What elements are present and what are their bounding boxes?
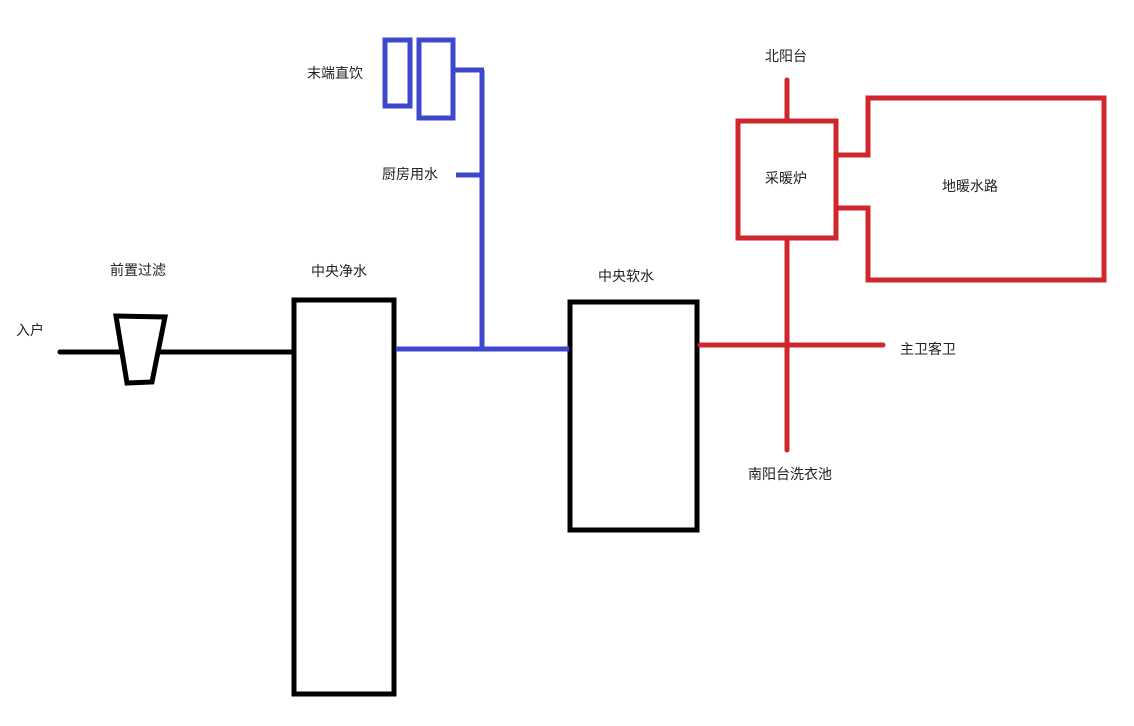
label-floor-heating: 地暖水路 bbox=[942, 179, 998, 195]
label-pre-filter: 前置过滤 bbox=[110, 263, 166, 279]
drinking-unit-2 bbox=[416, 37, 456, 121]
label-central-softener: 中央软水 bbox=[598, 269, 654, 285]
central-softener-box bbox=[567, 299, 700, 533]
label-boiler: 采暖炉 bbox=[765, 171, 807, 187]
label-central-purifier: 中央净水 bbox=[311, 264, 367, 280]
label-north-balcony: 北阳台 bbox=[765, 49, 807, 65]
boiler-box bbox=[735, 118, 839, 241]
pre-filter-shape bbox=[113, 313, 169, 386]
label-bathrooms: 主卫客卫 bbox=[900, 342, 956, 358]
label-kitchen-water: 厨房用水 bbox=[382, 167, 438, 183]
central-purifier-box bbox=[291, 297, 397, 697]
floor-heating-loop bbox=[833, 95, 1107, 283]
label-terminal-drinking: 末端直饮 bbox=[307, 66, 363, 82]
label-south-balcony-laundry: 南阳台洗衣池 bbox=[748, 467, 832, 483]
label-inlet: 入户 bbox=[16, 323, 44, 339]
drinking-unit-1 bbox=[382, 37, 413, 109]
